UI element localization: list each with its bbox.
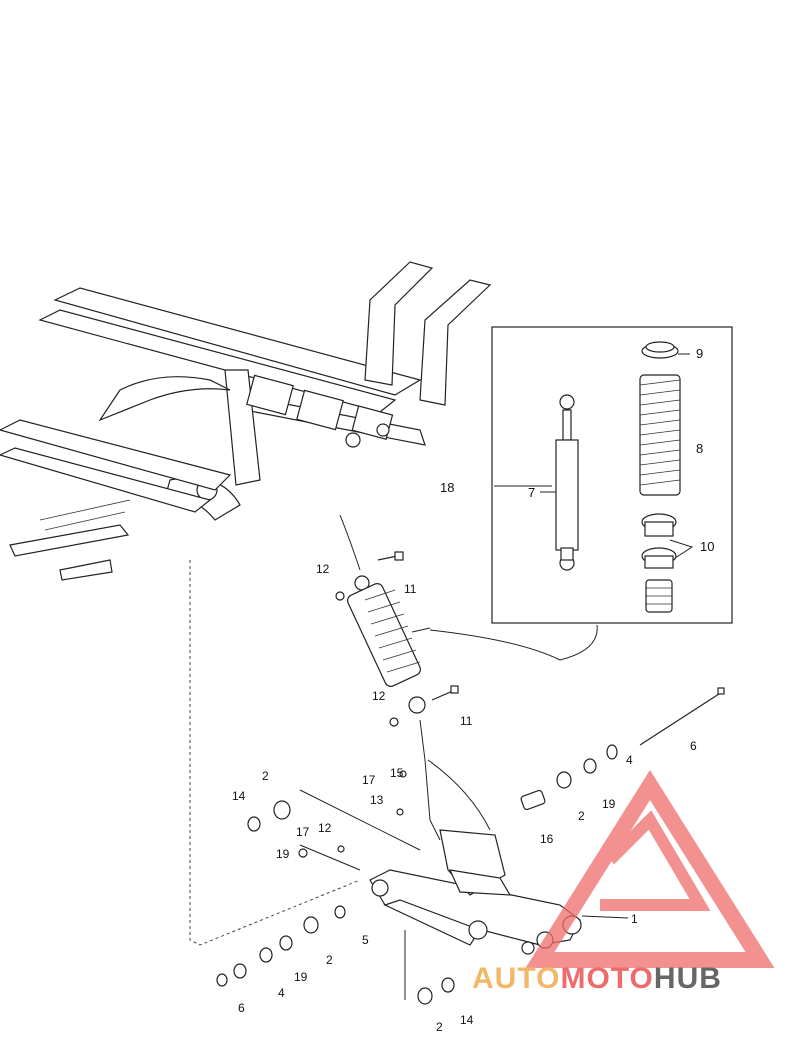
callout-12-mid: 12 [372, 689, 386, 703]
callout-2-right: 2 [578, 809, 585, 823]
callout-11-mid: 11 [460, 714, 473, 728]
callout-9: 9 [696, 346, 703, 361]
leader-lines [189, 353, 694, 1000]
callout-18: 18 [440, 480, 454, 495]
callout-14-left: 14 [232, 789, 246, 803]
watermark-part-hub: HUB [654, 962, 722, 995]
callout-12-top: 12 [316, 562, 330, 576]
damper-body [555, 394, 579, 571]
callout-5: 5 [362, 933, 369, 947]
callout-16: 16 [540, 832, 554, 846]
callout-4-right: 4 [626, 753, 633, 767]
callout-2-bottom: 2 [436, 1020, 443, 1034]
callout-6-left: 6 [238, 1001, 245, 1015]
callout-12-bottom: 12 [318, 821, 332, 835]
callout-19-mid: 19 [276, 847, 290, 861]
watermark-logo [525, 769, 775, 968]
frame-assembly [0, 261, 492, 581]
callout-labels: 18 7 9 8 10 12 11 12 11 6 4 2 17 15 13 1… [232, 346, 714, 1034]
callout-2-left-bottom: 2 [326, 953, 333, 967]
watermark-text: AUTOMOTOHUB [472, 962, 722, 995]
callout-1: 1 [631, 912, 638, 926]
callout-6-right: 6 [690, 739, 697, 753]
coil-spring [639, 374, 681, 496]
callout-2-left-top: 2 [262, 769, 269, 783]
watermark-triangle-icon [525, 769, 775, 968]
shock-detail-inset [491, 326, 733, 624]
watermark-inner-mark-icon [600, 810, 711, 911]
callout-8: 8 [696, 441, 703, 456]
callout-19-right: 19 [602, 797, 616, 811]
callout-14-bottom: 14 [460, 1013, 474, 1027]
hardware-parts [216, 687, 725, 1005]
callout-10: 10 [700, 539, 714, 554]
shock-absorber-assembly [335, 551, 459, 727]
callout-7: 7 [528, 485, 535, 500]
watermark-part-moto: MOTO [560, 962, 653, 995]
callout-19-left: 19 [294, 970, 308, 984]
callout-17-mid: 17 [296, 825, 310, 839]
callout-11-top: 11 [404, 582, 417, 596]
watermark-part-auto: AUTO [472, 962, 560, 995]
callout-4-left: 4 [278, 986, 285, 1000]
callout-17-top: 17 [362, 773, 376, 787]
callout-13: 13 [370, 793, 384, 807]
callout-15: 15 [390, 766, 404, 780]
